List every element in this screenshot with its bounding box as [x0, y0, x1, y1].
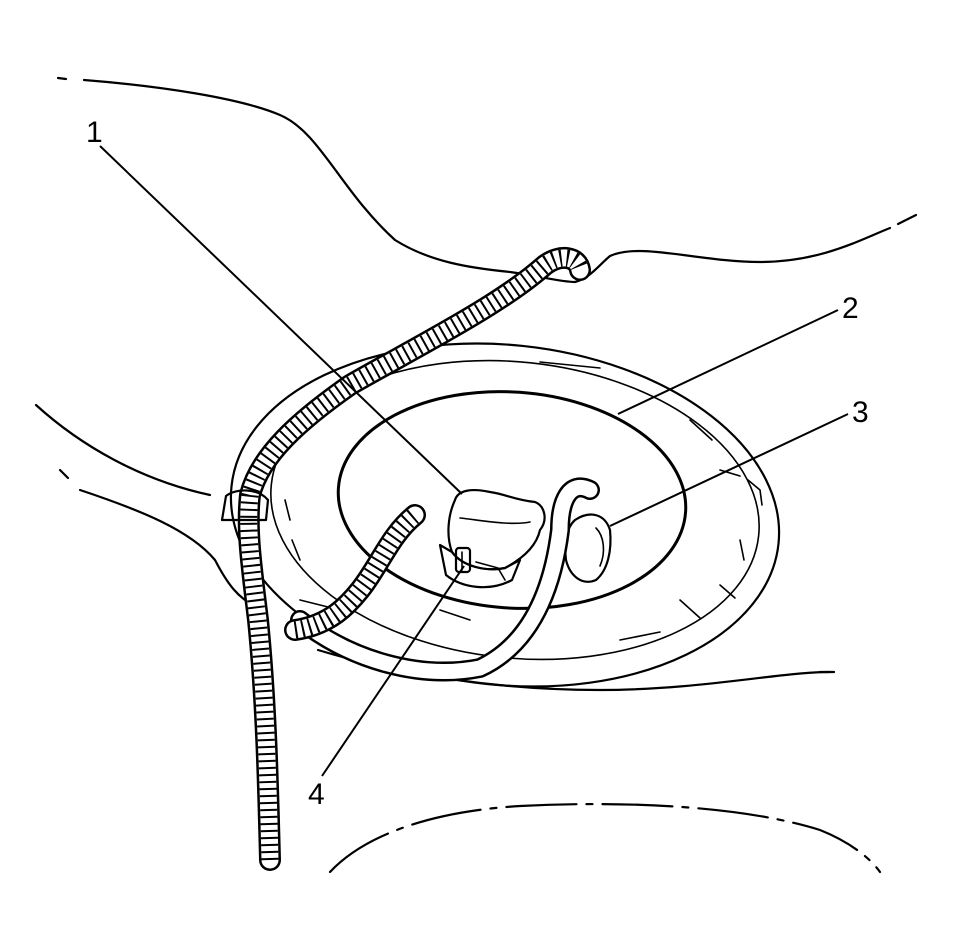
callout-2: 2	[842, 292, 859, 325]
electrical-connector	[438, 489, 546, 589]
connector-lock-tab	[454, 546, 472, 574]
body-outline	[34, 76, 918, 874]
fuel-line-quick-connector	[564, 513, 612, 583]
callout-1: 1	[86, 116, 103, 149]
leader-4	[321, 565, 465, 777]
leader-3	[609, 413, 849, 527]
callout-4: 4	[308, 778, 325, 811]
lock-ring	[336, 390, 688, 610]
leader-2	[617, 309, 839, 415]
callout-3: 3	[852, 396, 869, 429]
fuel-feed-tube	[290, 477, 600, 682]
harness-clip	[220, 489, 270, 522]
wiring-harness-conduit	[237, 247, 591, 871]
leader-lines	[99, 145, 849, 777]
connector-harness-conduit	[284, 504, 426, 641]
leader-1	[99, 145, 463, 495]
